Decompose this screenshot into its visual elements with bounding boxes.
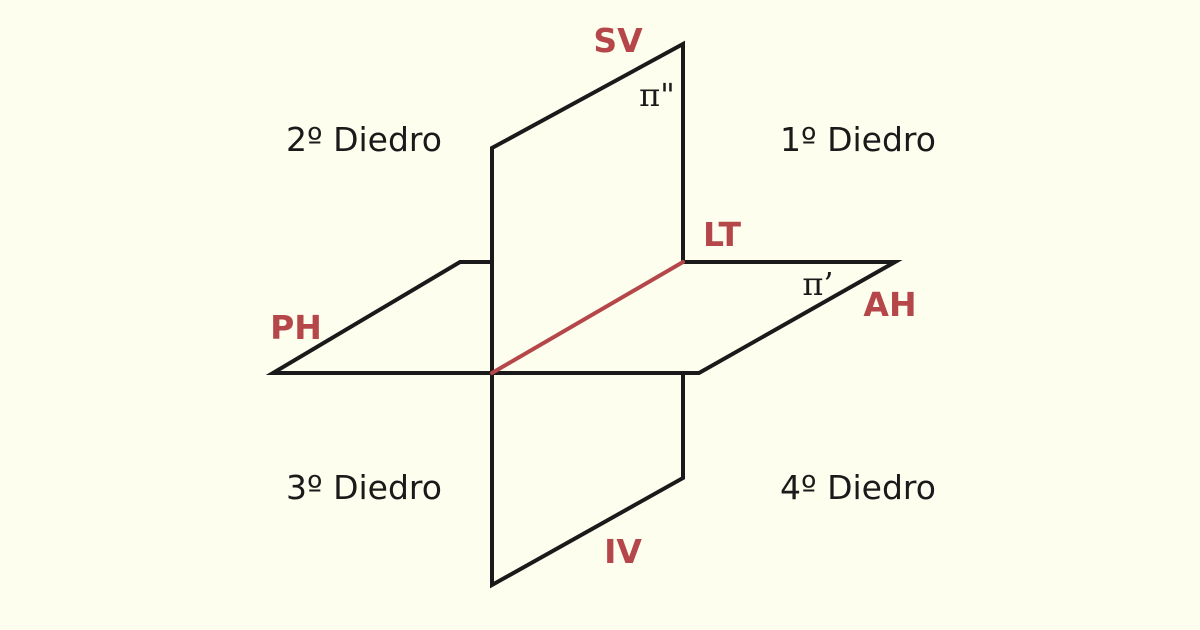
horizontal-plane-front-edge: [492, 260, 903, 375]
label-pi-vertical: π": [639, 76, 675, 114]
label-third-dihedral: 3º Diedro: [286, 468, 442, 507]
vertical-plane-upper: [490, 40, 685, 373]
horizontal-plane-back-edge: [265, 260, 492, 375]
ground-line-lt: [490, 260, 685, 375]
label-sv: SV: [593, 21, 643, 60]
label-ph: PH: [270, 308, 322, 347]
vertical-plane-lower: [490, 373, 685, 589]
label-first-dihedral: 1º Diedro: [780, 120, 936, 159]
label-pi-horizontal: π’: [802, 265, 833, 303]
label-lt: LT: [703, 215, 742, 254]
label-second-dihedral: 2º Diedro: [286, 120, 442, 159]
label-iv: IV: [604, 532, 642, 571]
label-fourth-dihedral: 4º Diedro: [780, 468, 936, 507]
label-ah: AH: [863, 285, 916, 324]
